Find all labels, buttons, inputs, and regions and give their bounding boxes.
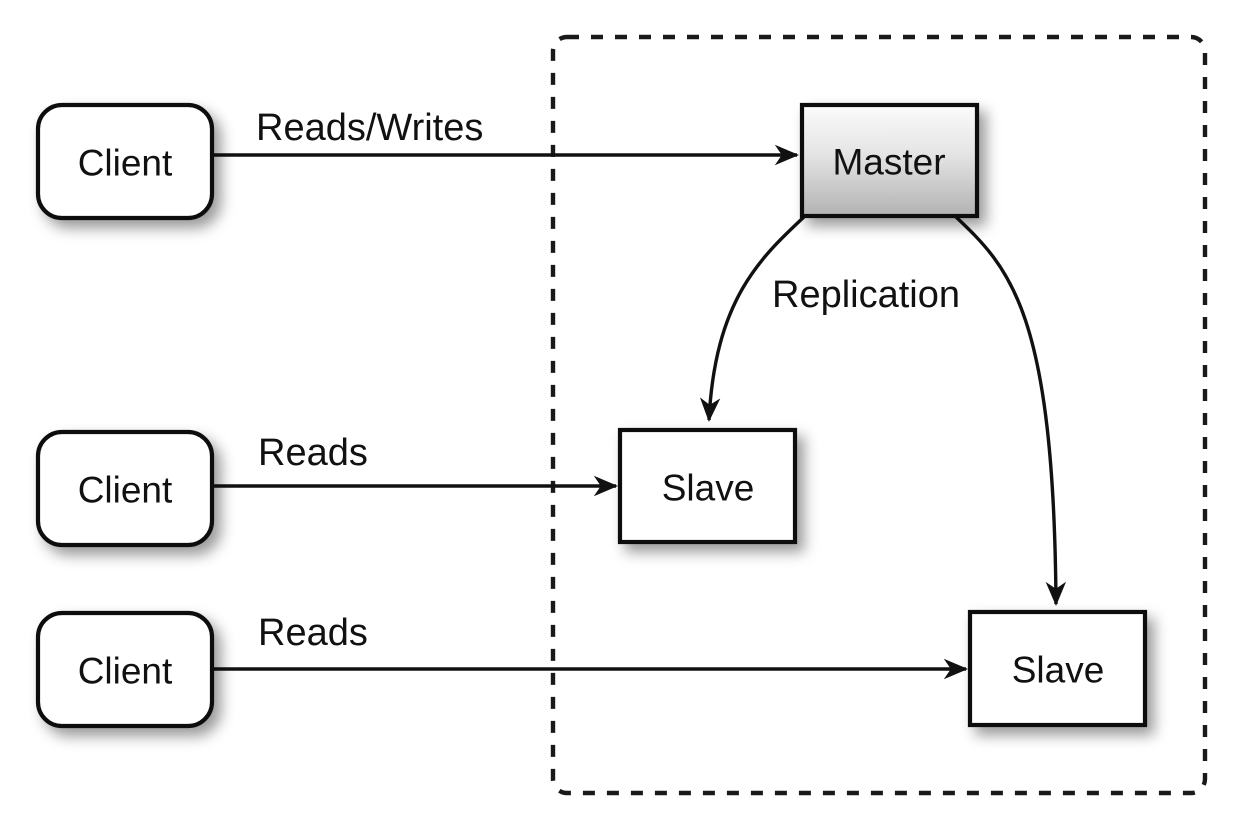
slave-2-box[interactable] xyxy=(967,609,1148,728)
node-master[interactable]: Master xyxy=(799,102,980,219)
edge-label-reads-writes: Reads/Writes xyxy=(256,107,483,149)
slave-1-box[interactable] xyxy=(617,427,798,545)
client-1-box[interactable] xyxy=(35,102,215,221)
connector-master-to-slave2 xyxy=(953,214,1067,606)
client-2-box[interactable] xyxy=(35,429,215,548)
edge-label-reads-slave1: Reads xyxy=(258,432,368,474)
edge-label-replication: Replication xyxy=(772,274,960,316)
node-slave-2[interactable]: Slave xyxy=(967,609,1148,728)
master-box[interactable] xyxy=(799,102,980,219)
client-1-label: Client xyxy=(78,143,173,184)
node-slave-1[interactable]: Slave xyxy=(617,427,798,545)
slave-1-label: Slave xyxy=(662,468,755,509)
replication-cluster-boundary xyxy=(550,34,1208,796)
slave-2-label: Slave xyxy=(1012,650,1105,691)
connector-master-to-slave1 xyxy=(699,214,807,422)
node-client-3[interactable]: Client xyxy=(35,610,215,729)
node-client-2[interactable]: Client xyxy=(35,429,215,548)
edge-label-reads-slave2: Reads xyxy=(258,612,368,654)
node-client-1[interactable]: Client xyxy=(35,102,215,221)
master-label: Master xyxy=(832,142,945,183)
client-2-label: Client xyxy=(78,470,173,511)
client-3-label: Client xyxy=(78,651,173,692)
client-3-box[interactable] xyxy=(35,610,215,729)
